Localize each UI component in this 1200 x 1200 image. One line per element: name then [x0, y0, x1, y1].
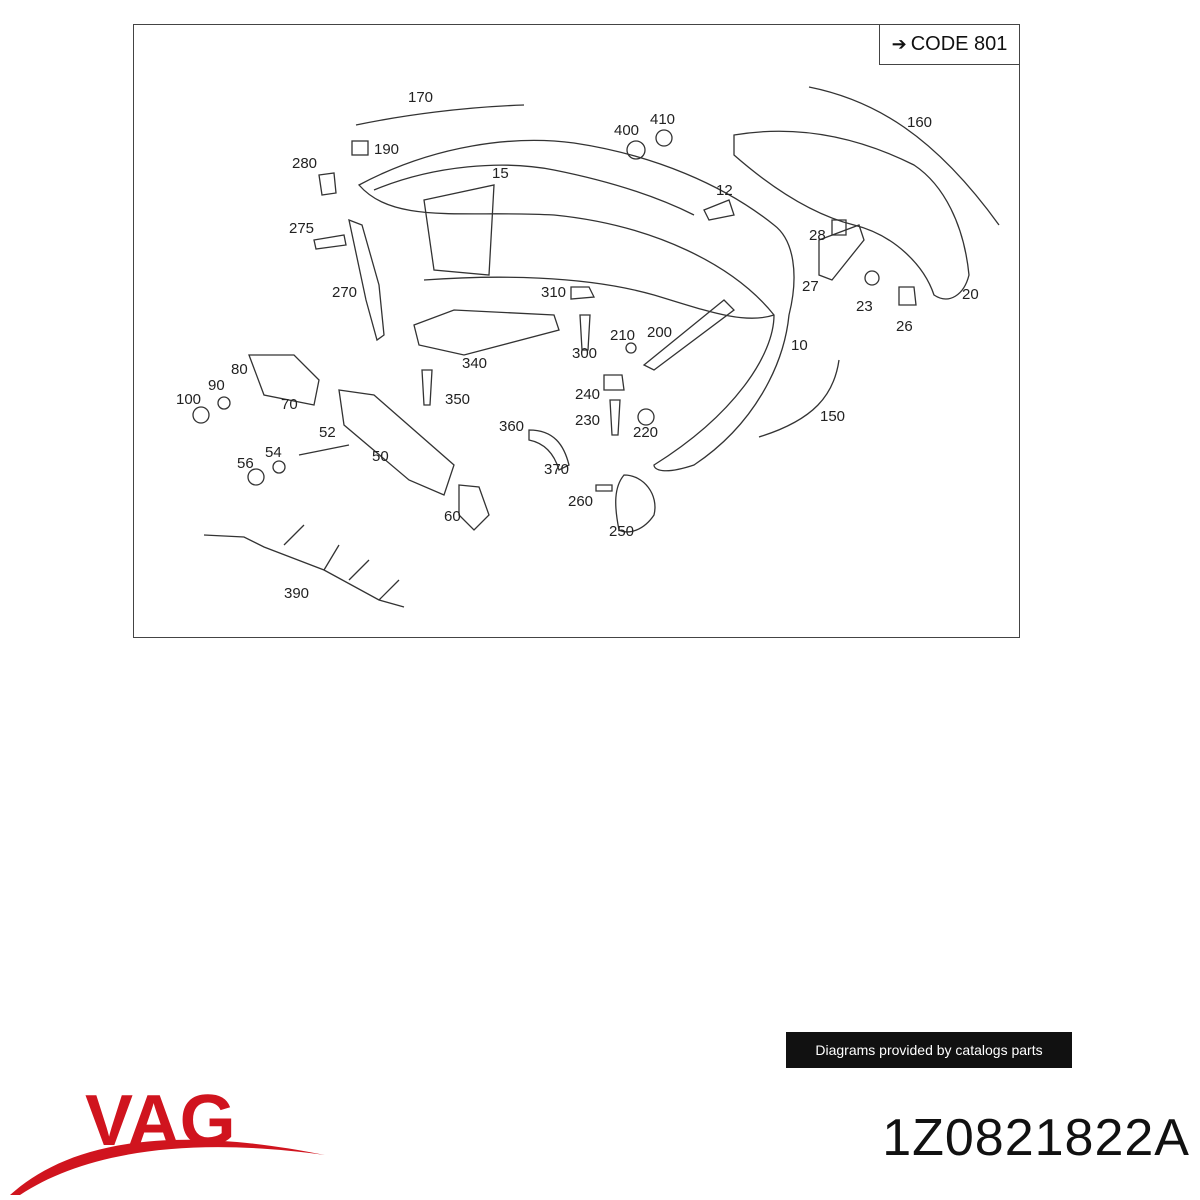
callout: 280	[292, 155, 317, 172]
bolt-52	[298, 444, 350, 456]
trim-strip-170	[355, 104, 525, 126]
callout: 310	[541, 284, 566, 301]
pin-275	[313, 234, 347, 250]
washer-90	[217, 396, 231, 410]
code-box: ➔ CODE 801	[879, 25, 1019, 65]
callout: 200	[647, 324, 672, 341]
clip-240	[603, 374, 625, 391]
callout: 70	[281, 396, 298, 413]
screw-350	[421, 369, 433, 406]
diagram-caption: Diagrams provided by catalogs parts	[786, 1032, 1072, 1068]
callout: 90	[208, 377, 225, 394]
bumper-cover	[357, 139, 795, 472]
bracket-27	[818, 224, 865, 281]
clip-190	[351, 140, 369, 156]
bumper-exploded-view: 170 190 400 410 160 280 15 12 275 28 270…	[176, 86, 1000, 608]
strip-150	[758, 359, 840, 438]
callout: 270	[332, 284, 357, 301]
callout: 80	[231, 361, 248, 378]
clip-28	[831, 219, 847, 236]
reflector-200	[642, 299, 735, 371]
callout: 12	[716, 182, 733, 199]
logo-swoosh	[10, 1139, 325, 1195]
callout: 400	[614, 122, 639, 139]
callout: 10	[791, 337, 808, 354]
callout: 20	[962, 286, 979, 303]
callout: 220	[633, 424, 658, 441]
callout: 160	[907, 114, 932, 131]
washer-220	[637, 408, 655, 426]
clip-280	[318, 172, 337, 196]
callout: 360	[499, 418, 524, 435]
callout: 27	[802, 278, 819, 295]
bracket-70	[248, 354, 320, 406]
washer-54	[272, 460, 286, 474]
callout: 250	[609, 523, 634, 540]
callout: 60	[444, 508, 461, 525]
part-number: 1Z0821822A	[882, 1109, 1190, 1167]
parts-diagram: 170 190 400 410 160 280 15 12 275 28 270…	[133, 24, 1020, 638]
vag-logo: VAG	[10, 1081, 325, 1195]
arrow-right-icon: ➔	[891, 34, 907, 54]
callout: 340	[462, 355, 487, 372]
cap-400	[626, 140, 646, 160]
callout: 150	[820, 408, 845, 425]
code-label: CODE 801	[910, 33, 1008, 55]
license-recess	[423, 184, 495, 276]
clip-310	[570, 286, 596, 300]
logo-text: VAG	[85, 1081, 236, 1161]
bumper-inner	[373, 164, 695, 216]
trim-strip-160	[808, 86, 1000, 226]
callout: 52	[319, 424, 336, 441]
callout: 210	[610, 327, 635, 344]
nut-56	[247, 468, 265, 486]
cover-250	[615, 474, 656, 533]
callout: 390	[284, 585, 309, 602]
callout: 23	[856, 298, 873, 315]
callout: 370	[544, 461, 569, 478]
clip-26	[898, 286, 917, 306]
callout: 54	[265, 444, 282, 461]
cover-340	[413, 309, 560, 356]
harness-390	[203, 534, 405, 608]
absorber-50	[338, 389, 455, 496]
spoiler-160	[733, 130, 970, 300]
clip-210	[625, 342, 637, 354]
callout: 100	[176, 391, 201, 408]
screw-300	[579, 314, 591, 351]
rivet-260	[595, 484, 613, 492]
callout: 170	[408, 89, 433, 106]
callout: 26	[896, 318, 913, 335]
ring-410	[655, 129, 673, 147]
bracket-270	[348, 218, 385, 342]
callout: 300	[572, 345, 597, 362]
callout: 410	[650, 111, 675, 128]
callout: 275	[289, 220, 314, 237]
callout: 190	[374, 141, 399, 158]
callout: 56	[237, 455, 254, 472]
bracket-60	[458, 484, 490, 531]
callout: 230	[575, 412, 600, 429]
bumper-lower	[423, 276, 775, 319]
cover-360	[528, 429, 570, 471]
clip-12	[703, 199, 735, 221]
screw-230	[609, 399, 621, 436]
callout: 240	[575, 386, 600, 403]
callout: 260	[568, 493, 593, 510]
screw-23	[864, 270, 880, 286]
callout: 350	[445, 391, 470, 408]
callout: 28	[809, 227, 826, 244]
callout: 15	[492, 165, 509, 182]
callout: 50	[372, 448, 389, 465]
nut-100	[192, 406, 210, 424]
